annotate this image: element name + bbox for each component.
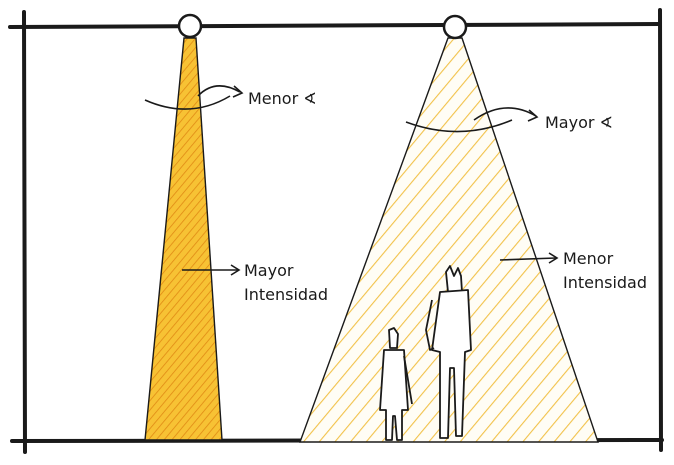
ceiling-line xyxy=(10,24,660,27)
wide-beam: Mayor ∢ Menor Intensidad xyxy=(300,16,647,442)
wide-intensity-label-2: Intensidad xyxy=(563,273,647,292)
narrow-beam-cone xyxy=(145,38,222,440)
narrow-intensity-label-1: Mayor xyxy=(244,261,294,280)
narrow-angle-label: Menor ∢ xyxy=(248,89,317,108)
left-wall xyxy=(24,12,25,452)
wide-angle-label: Mayor ∢ xyxy=(545,113,613,132)
wide-beam-lamp xyxy=(444,16,466,38)
right-wall xyxy=(660,10,661,450)
narrow-beam-lamp xyxy=(179,15,201,37)
narrow-beam: Menor ∢ Mayor Intensidad xyxy=(145,15,328,440)
narrow-angle-arrow xyxy=(198,86,240,96)
wide-intensity-label-1: Menor xyxy=(563,249,614,268)
narrow-intensity-label-2: Intensidad xyxy=(244,285,328,304)
